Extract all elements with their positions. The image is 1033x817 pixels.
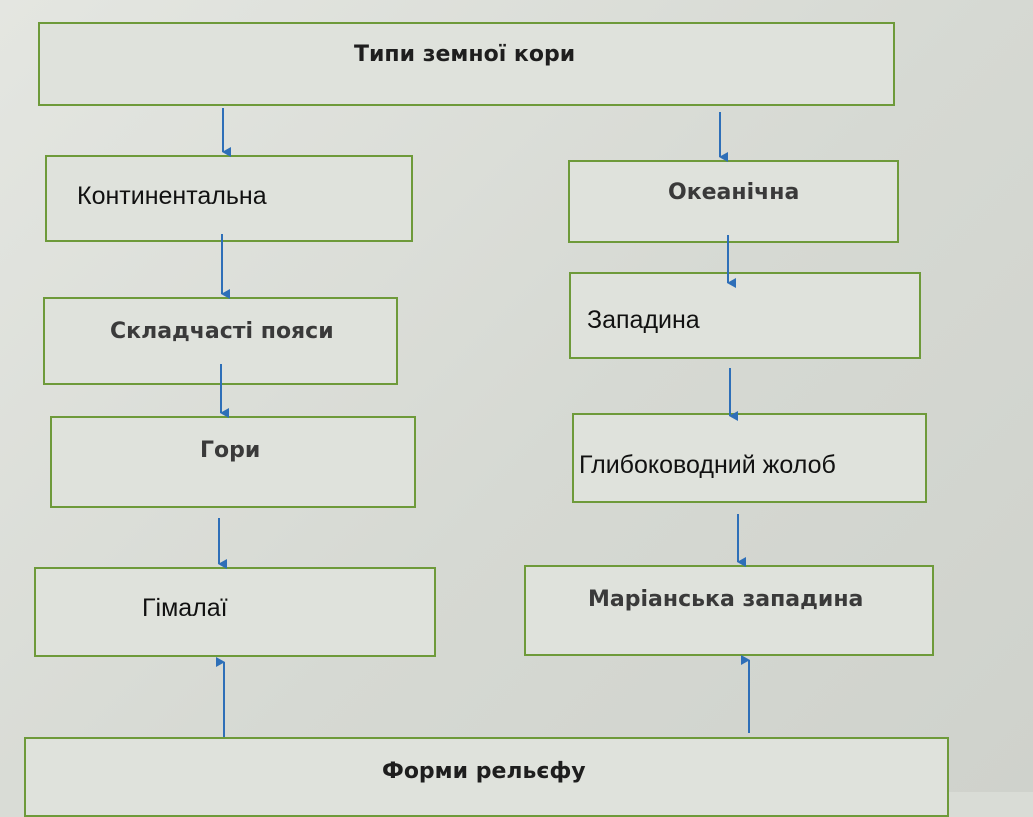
mountains-label: Гори <box>200 438 261 463</box>
paper-background <box>0 0 1033 792</box>
fold-belts-label: Складчасті пояси <box>110 319 334 344</box>
trench-label: Глибоководний жолоб <box>579 451 836 479</box>
root-label: Типи земної кори <box>354 42 576 67</box>
mariana-label: Маріанська западина <box>588 587 864 612</box>
himalayas-label: Гімалаї <box>142 594 228 622</box>
continental-label: Континентальна <box>77 182 267 210</box>
root-box: Типи земної кори <box>38 22 895 106</box>
depression-box: Западина <box>569 272 921 359</box>
trench-box: Глибоководний жолоб <box>572 413 927 503</box>
mountains-box: Гори <box>50 416 416 508</box>
connector-arrows <box>216 108 750 737</box>
himalayas-box: Гімалаї <box>34 567 436 657</box>
oceanic-label: Океанічна <box>668 180 800 205</box>
mariana-box: Маріанська западина <box>524 565 934 656</box>
depression-label: Западина <box>587 306 700 334</box>
landforms-label: Форми рельєфу <box>382 759 586 784</box>
oceanic-box: Океанічна <box>568 160 899 243</box>
